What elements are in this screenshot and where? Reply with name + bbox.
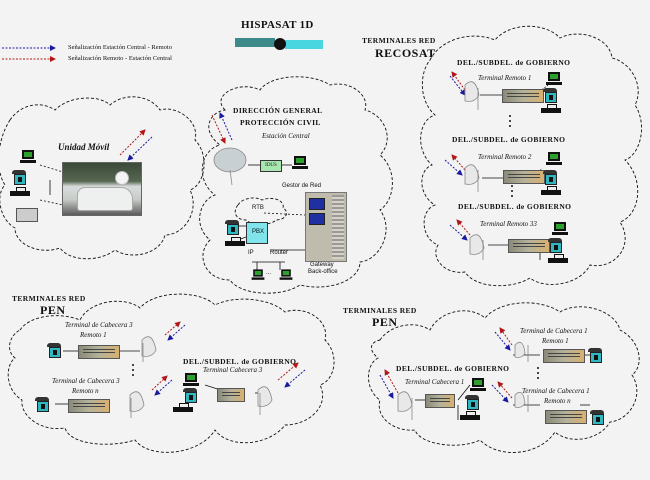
phone-icon [183, 388, 197, 403]
central-title-line2: PROTECCIÓN CIVIL [240, 118, 321, 127]
pen-left-title-line1: TERMINALES RED [12, 294, 86, 303]
pc-icon [546, 152, 562, 166]
satellite-modem [78, 345, 120, 359]
dish-antenna [464, 81, 480, 110]
dish-antenna [257, 386, 273, 415]
recosat-site-2-name: DEL./SUBDEL. de GOBIERNO [452, 135, 566, 144]
pen-right-remote2-line1: Terminal de Cabecera 1 [522, 387, 590, 395]
dish-antenna [469, 234, 485, 260]
satellite-modem [68, 399, 110, 413]
mobile-phone-icon [12, 170, 26, 185]
cloud-recosat [420, 25, 642, 287]
fax-icon [541, 186, 561, 196]
pen-right-remote2-line2: Remoto n [544, 397, 571, 405]
cloud-mobile [0, 96, 205, 260]
network-manager-pc-icon [292, 156, 308, 170]
fax-icon [548, 254, 568, 264]
pen-left-remote2-line1: Terminal de Cabecera 3 [52, 377, 120, 385]
satellite-title: HISPASAT 1D [241, 19, 314, 31]
lan-pc-icon [251, 269, 265, 280]
recosat-site-2-terminal: Terminal Remoto 2 [478, 153, 532, 161]
recosat-site-1-terminal: Terminal Remoto 1 [478, 74, 532, 82]
phone-icon [35, 397, 49, 412]
recosat-title-line2: RECOSAT [375, 46, 436, 60]
pen-left-title-line2: PEN [40, 303, 66, 317]
cloud-pen-right [368, 302, 640, 453]
satellite-modem [503, 170, 545, 184]
gateway-label-line2: Back-office [308, 269, 338, 275]
pen-right-remote1-line2: Remoto 1 [542, 337, 569, 345]
idus-unit: IDUS [260, 160, 282, 172]
mobile-unit-title: Unidad Móvil [58, 142, 110, 152]
recosat-site-3-name: DEL./SUBDEL. de GOBIERNO [458, 202, 572, 211]
satellite-modem [502, 89, 544, 103]
phone-icon [543, 88, 557, 103]
pen-right-site-terminal: Terminal Cabecera 1 [405, 378, 465, 386]
pen-left-site-name: DEL./SUBDEL. de GOBIERNO [183, 357, 297, 366]
pen-right-remote1-line1: Terminal de Cabecera 1 [520, 327, 588, 335]
pen-left-remote2-line2: Remoto n [72, 387, 99, 395]
phone-icon [47, 343, 61, 358]
pen-left-remote1-line1: Terminal de Cabecera 3 [65, 321, 133, 329]
gateway-rack [305, 192, 347, 262]
network-manager-label: Gestor de Red [282, 183, 322, 189]
video-camera-icon [16, 208, 38, 222]
satellite-modem [545, 410, 587, 424]
legend-remote-to-central: Señalización Remoto - Estación Central [68, 55, 172, 62]
phone-icon [465, 395, 479, 410]
pen-left-remote1-line2: Remoto 1 [80, 331, 107, 339]
lan-pc-icon [279, 269, 293, 280]
ip-label: IP [248, 250, 254, 256]
dish-antenna [397, 391, 413, 420]
dish-antenna [141, 336, 157, 362]
idus-label: IDUS [265, 163, 277, 168]
satellite-modem [508, 239, 550, 253]
recosat-title-line1: TERMINALES RED [362, 36, 436, 45]
phone-icon [548, 238, 562, 253]
pen-right-title-line1: TERMINALES RED [343, 306, 417, 315]
gateway-label-line1: Gateway [310, 262, 334, 268]
pc-icon [546, 72, 562, 86]
dish-antenna-central [213, 147, 247, 186]
pc-icon [552, 222, 568, 236]
cloud-central [199, 76, 393, 294]
central-subtitle: Estación Central [262, 132, 310, 140]
dish-antenna [129, 391, 145, 418]
central-title-line1: DIRECCIÓN GENERAL [233, 106, 323, 115]
pen-left-site-terminal: Terminal Cabecera 3 [203, 366, 263, 374]
dish-antenna [464, 164, 480, 192]
satellite-modem [425, 394, 455, 408]
mobile-fax-icon [10, 187, 30, 197]
phone-icon [588, 348, 602, 363]
mobile-pc-icon [20, 150, 36, 164]
dish-antenna [514, 341, 529, 362]
fax-icon [173, 403, 193, 413]
phone-icon [590, 410, 604, 425]
pbx-box: PBX [246, 222, 268, 244]
fax-icon [225, 237, 245, 247]
fax-icon [460, 411, 480, 421]
satellite-icon [235, 38, 323, 50]
rtb-label: RTB [252, 205, 264, 211]
phone-icon [225, 220, 239, 235]
satellite-modem [217, 388, 245, 402]
pc-icon [183, 373, 199, 387]
lan-ellipsis: ... [266, 270, 272, 276]
fax-icon [541, 104, 561, 114]
dish-antenna [514, 391, 529, 412]
phone-icon [543, 170, 557, 185]
mobile-van-photo [62, 162, 142, 216]
pbx-label: PBX [252, 229, 265, 235]
recosat-site-3-terminal: Terminal Remoto 33 [480, 220, 537, 228]
cloud-pen-left [7, 293, 335, 453]
legend-central-to-remote: Señalización Estación Central - Remoto [68, 44, 172, 51]
recosat-site-1-name: DEL./SUBDEL. de GOBIERNO [457, 58, 571, 67]
pen-right-site-name: DEL./SUBDEL. de GOBIERNO [396, 364, 510, 373]
pc-icon [470, 378, 486, 392]
router-label: Router [270, 250, 289, 256]
pen-right-title-line2: PEN [372, 315, 398, 329]
cloud-rtb [234, 197, 287, 225]
satellite-modem [543, 349, 585, 363]
